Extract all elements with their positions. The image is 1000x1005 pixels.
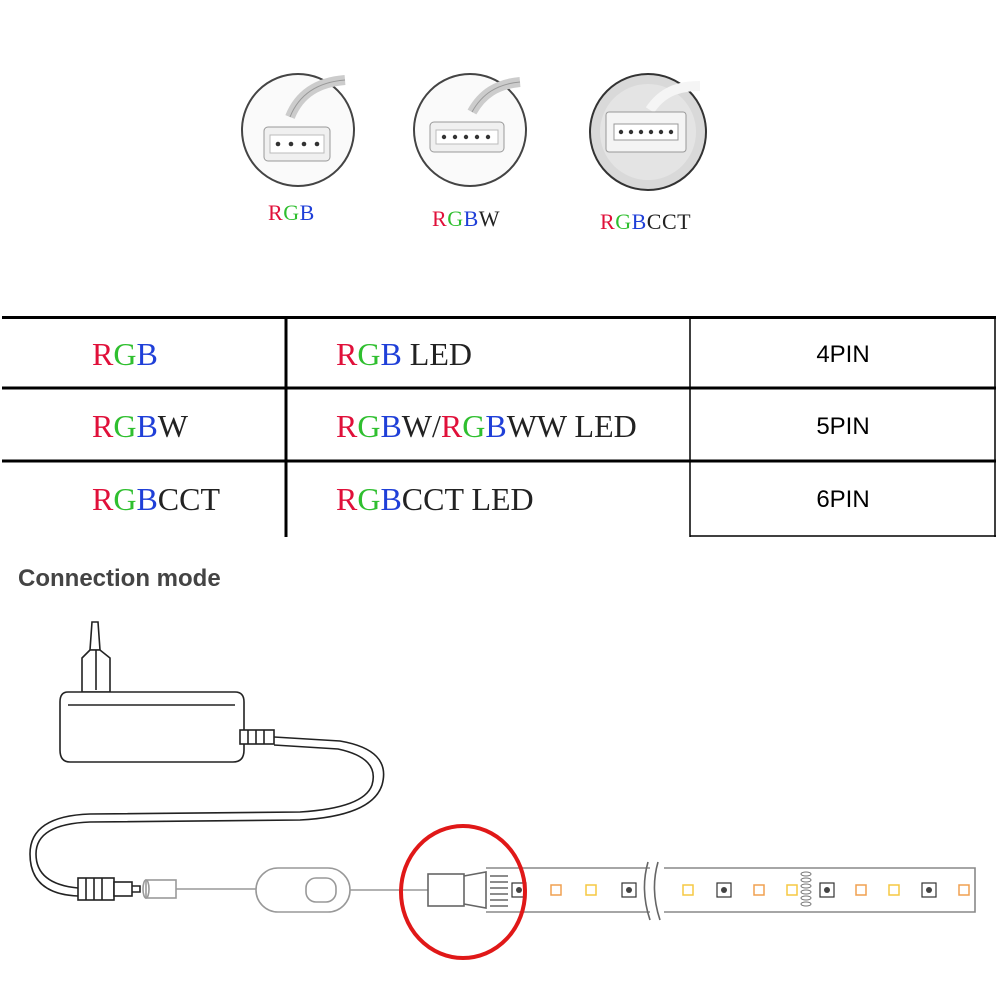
rgbcct-connector-icon	[589, 73, 707, 191]
text-run: CCT	[157, 481, 221, 517]
text-run: W	[157, 408, 188, 444]
text-run: R	[440, 408, 463, 444]
text-run: G	[113, 481, 137, 517]
text-run: B	[631, 209, 647, 234]
connector-caption-rgb: RGB	[268, 200, 315, 226]
text-run: R	[432, 206, 448, 231]
text-run: R	[336, 481, 358, 517]
text-run: B	[485, 408, 507, 444]
text-run: G	[462, 408, 486, 444]
text-run: R	[336, 408, 358, 444]
text-run: B	[380, 481, 402, 517]
dc-socket-icon	[142, 879, 177, 899]
text-run: R	[92, 408, 114, 444]
text-run: B	[380, 336, 402, 372]
connector-caption-rgbcct: RGBCCT	[600, 209, 691, 235]
text-run: W/	[401, 408, 441, 444]
pin-count-cell: 4PIN	[816, 340, 870, 368]
connection-diagram	[0, 610, 1000, 1000]
dc-jack-icon	[77, 877, 141, 901]
wiring-illustration	[29, 621, 976, 960]
text-run: B	[380, 408, 402, 444]
text-run: G	[357, 336, 381, 372]
text-run: G	[113, 408, 137, 444]
pin-count-cell: 5PIN	[816, 412, 870, 440]
text-run: B	[463, 206, 479, 231]
text-run: B	[136, 408, 158, 444]
text-run: B	[299, 200, 315, 225]
text-run: R	[336, 336, 358, 372]
pin-count-cell: 6PIN	[816, 485, 870, 513]
rgbw-connector-icon	[413, 73, 527, 187]
power-adapter-icon	[59, 691, 275, 763]
text-run: W	[478, 206, 501, 231]
plug-icon	[81, 621, 111, 693]
power-cable	[35, 736, 385, 889]
text-run: R	[92, 336, 114, 372]
text-run: G	[447, 206, 464, 231]
controller-icon	[255, 867, 351, 913]
text-run: G	[357, 481, 381, 517]
text-run: R	[92, 481, 114, 517]
section-title: Connection mode	[18, 565, 221, 592]
text-run: B	[136, 336, 158, 372]
text-run: WW LED	[506, 408, 637, 444]
text-run: G	[283, 200, 300, 225]
strip-connector-icon	[427, 871, 508, 909]
highlight-circle	[399, 824, 527, 960]
led-strip-icon	[486, 861, 976, 921]
text-run: R	[600, 209, 616, 234]
text-run: G	[615, 209, 632, 234]
text-run: G	[357, 408, 381, 444]
table-grid-lines	[2, 316, 996, 537]
connector-caption-rgbw: RGBW	[432, 206, 500, 232]
text-run: CCT LED	[401, 481, 534, 517]
text-run: B	[136, 481, 158, 517]
connector-rgb	[240, 72, 356, 188]
text-run: LED	[401, 336, 472, 372]
led-chips	[511, 871, 970, 907]
text-run: G	[113, 336, 137, 372]
text-run: CCT	[646, 209, 692, 234]
text-run: R	[268, 200, 284, 225]
connector-rgbcct	[588, 72, 708, 192]
rgb-connector-icon	[241, 73, 355, 187]
connector-rgbw	[412, 72, 528, 188]
